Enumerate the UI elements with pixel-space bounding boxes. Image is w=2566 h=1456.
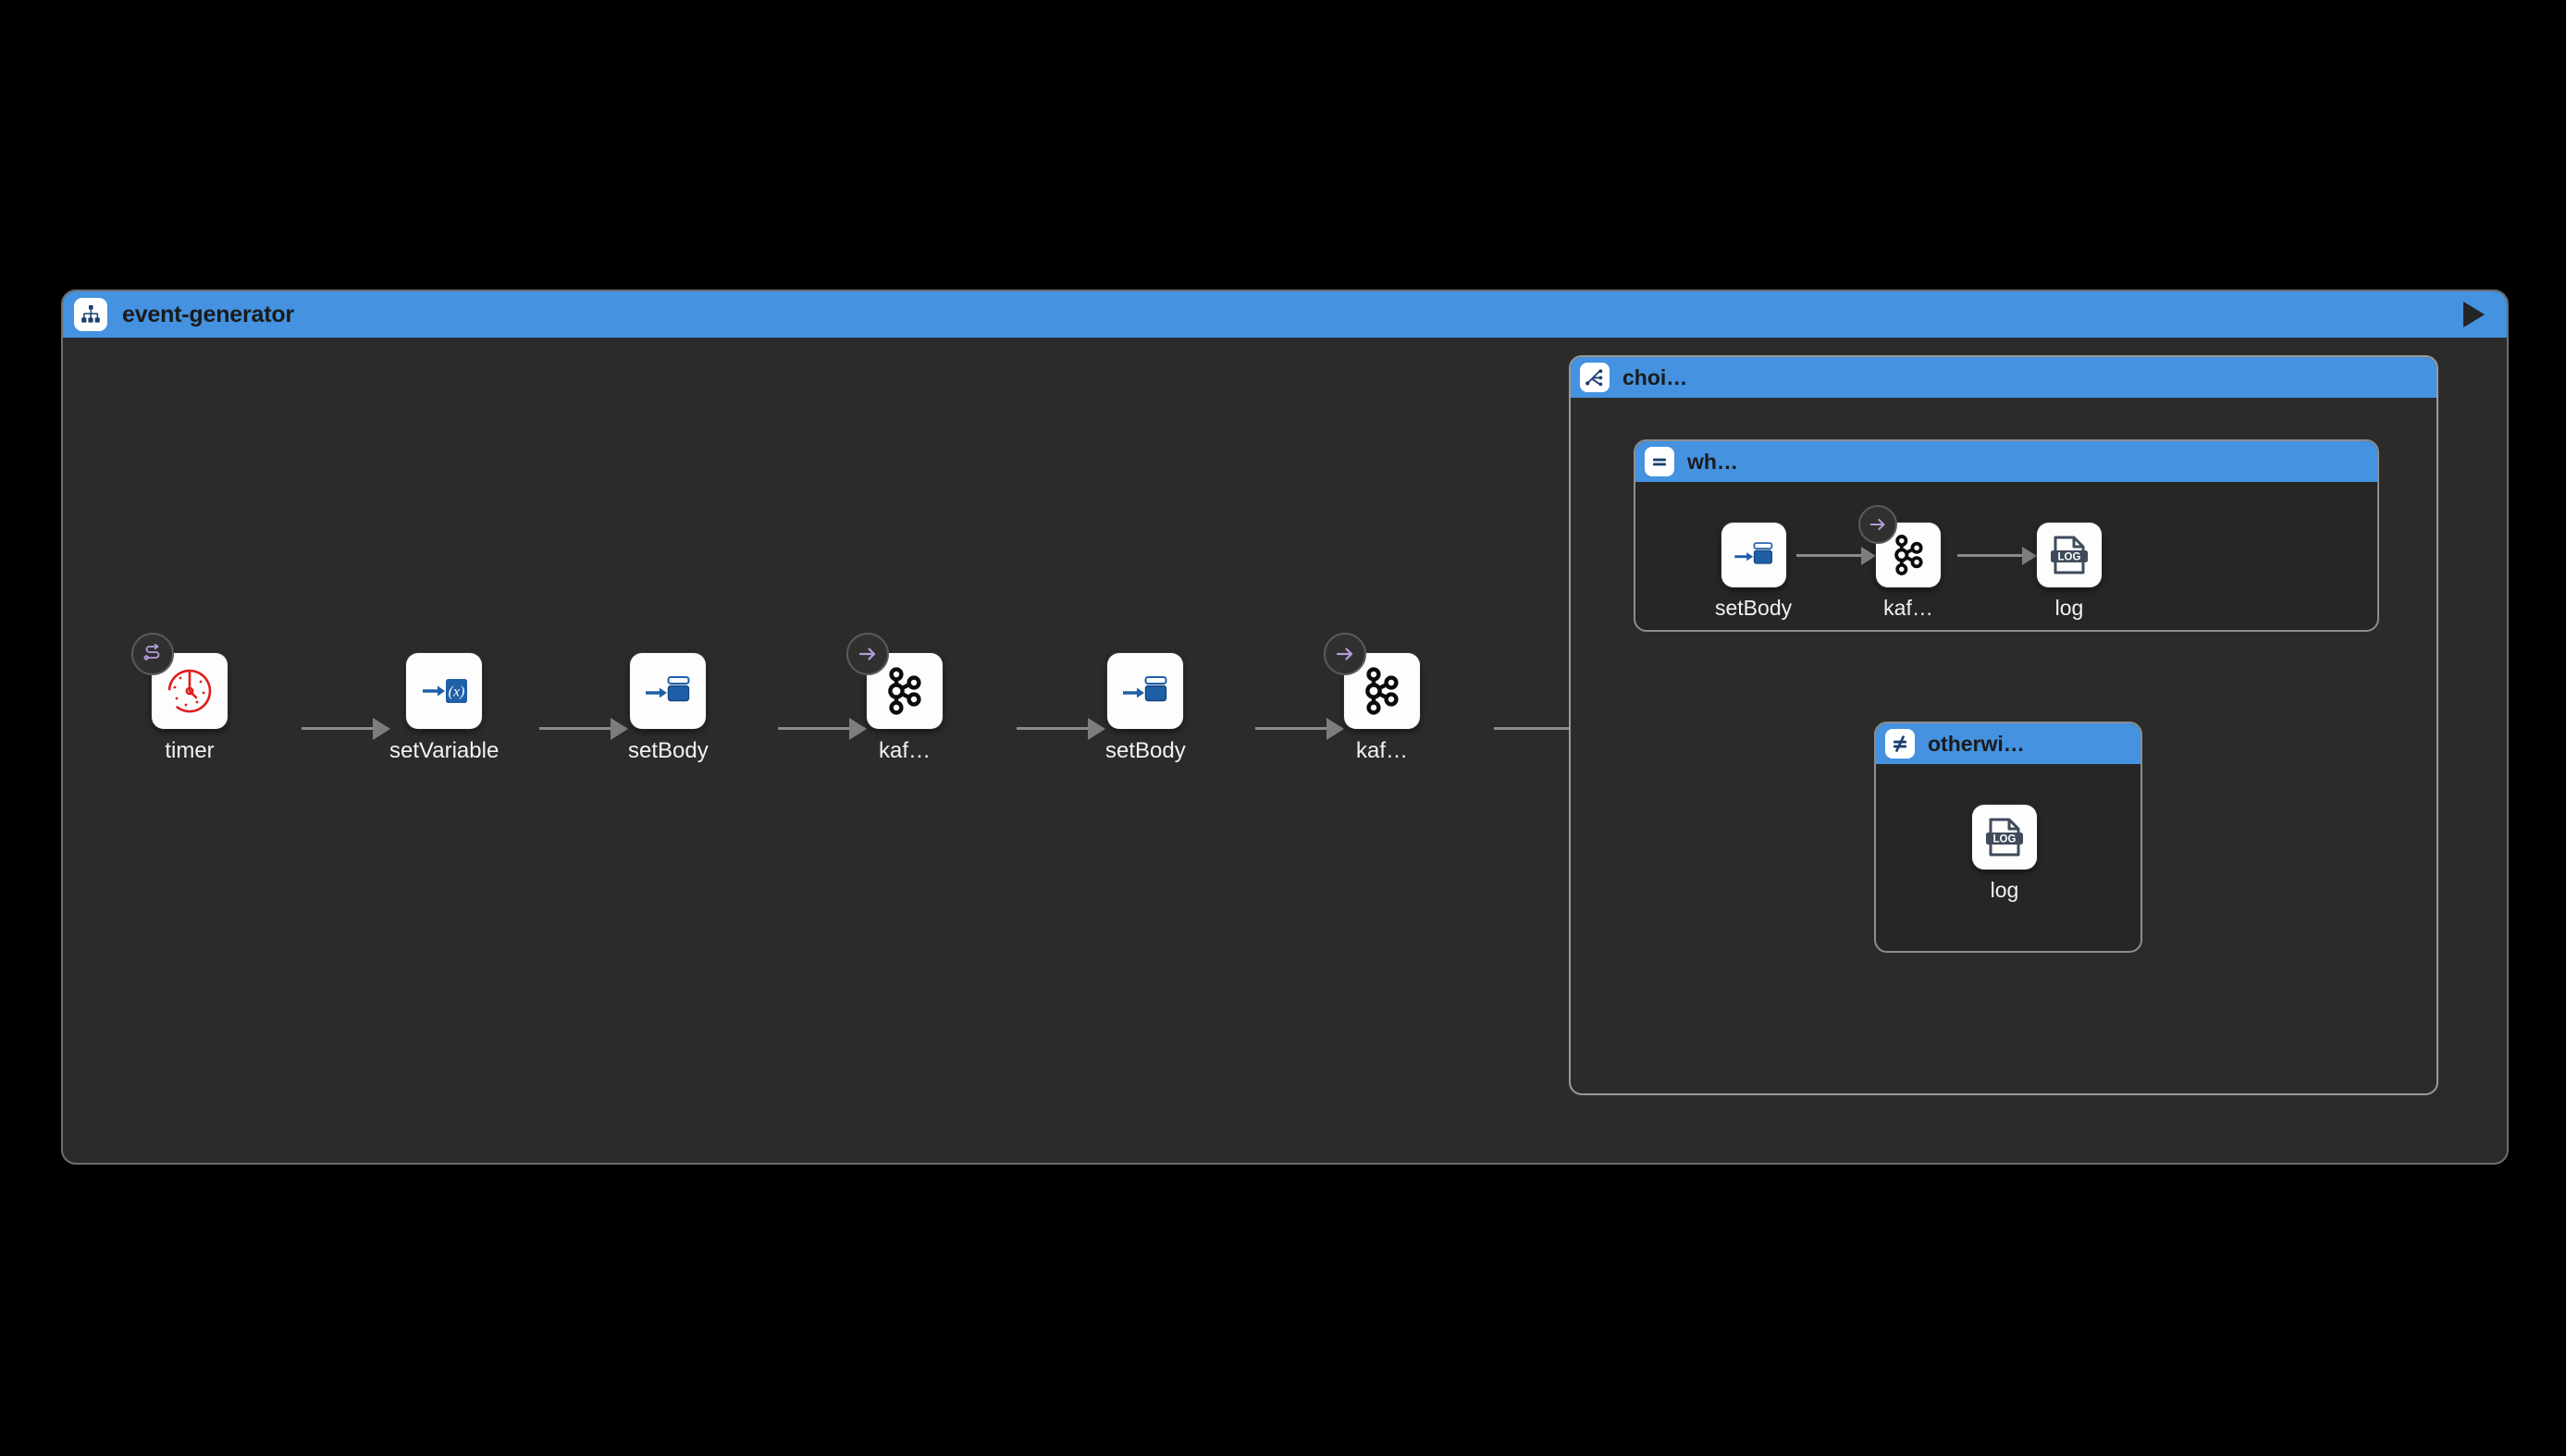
set-body-icon [646, 676, 690, 702]
node-when-setbody[interactable]: setBody [1715, 523, 1792, 619]
connector-setvariable-setbody [539, 727, 626, 730]
node-setbody-1[interactable]: setBody [628, 653, 709, 762]
set-body-icon [1733, 542, 1772, 564]
node-box-setvariable[interactable]: (x) [406, 653, 483, 729]
not-equals-icon [1885, 729, 1915, 759]
kafka-icon [1894, 535, 1923, 575]
svg-text:(x): (x) [449, 685, 465, 700]
otherwise-branch-header[interactable]: otherwi… [1876, 723, 2140, 764]
node-box-when-setbody[interactable] [1721, 523, 1786, 587]
node-label-setbody-2: setBody [1105, 738, 1186, 763]
connector-when-kafka-log [1957, 554, 2035, 557]
connector-kafka-setbody-2 [1017, 727, 1104, 730]
play-icon[interactable] [2463, 302, 2485, 327]
node-when-kafka[interactable]: kaf… [1858, 505, 1941, 620]
route-panel[interactable]: event-generator [61, 290, 2509, 1165]
connector-setbody-kafka-1 [778, 727, 865, 730]
route-title: event-generator [122, 301, 294, 327]
node-box-kafka-2[interactable] [1324, 633, 1420, 729]
node-setbody-2[interactable]: setBody [1105, 653, 1186, 762]
node-box-kafka-1[interactable] [846, 633, 943, 729]
set-variable-icon: (x) [423, 679, 468, 703]
node-box-when-kafka[interactable] [1858, 505, 1941, 587]
otherwise-branch-title: otherwi… [1928, 731, 2025, 756]
node-box-setbody-2[interactable] [1107, 653, 1184, 729]
when-branch-title: wh… [1687, 449, 1738, 474]
svg-text:LOG: LOG [2058, 552, 2081, 563]
kafka-icon [1365, 667, 1399, 715]
route-header[interactable]: event-generator [63, 291, 2507, 338]
equals-icon [1645, 447, 1674, 476]
arrow-right-icon [1858, 505, 1897, 544]
kafka-icon [888, 667, 921, 715]
route-path-icon [131, 633, 174, 675]
node-label-when-setbody: setBody [1715, 596, 1793, 620]
node-box-timer[interactable] [131, 633, 228, 729]
connector-when-setbody-kafka [1796, 554, 1874, 557]
choice-header[interactable]: choi… [1571, 357, 2436, 398]
choice-branch-icon [1580, 363, 1610, 392]
route-tree-icon [74, 298, 107, 331]
node-label-when-log: log [2054, 596, 2084, 620]
when-branch-body: setBody [1635, 482, 2377, 630]
node-otherwise-log[interactable]: LOG log [1972, 805, 2037, 901]
node-box-setbody-1[interactable] [630, 653, 707, 729]
choice-body: wh… setBody [1571, 398, 2436, 1093]
node-box-otherwise-log[interactable]: LOG [1972, 805, 2037, 870]
set-body-icon [1123, 676, 1167, 702]
node-label-otherwise-log: log [1990, 878, 2019, 902]
svg-text:LOG: LOG [1993, 834, 2017, 845]
node-label-timer: timer [165, 738, 215, 763]
node-box-when-log[interactable]: LOG [2037, 523, 2102, 587]
log-file-icon: LOG [1986, 818, 2023, 857]
otherwise-branch-container[interactable]: otherwi… LOG log [1874, 722, 2142, 953]
node-kafka-1[interactable]: kaf… [846, 633, 943, 763]
node-label-kafka-2: kaf… [1355, 738, 1408, 763]
connector-timer-setvariable [302, 727, 389, 730]
node-timer[interactable]: timer [131, 633, 228, 763]
arrow-right-icon [846, 633, 889, 675]
node-label-when-kafka: kaf… [1883, 596, 1933, 620]
choice-title: choi… [1622, 364, 1688, 389]
choice-container[interactable]: choi… wh… [1569, 355, 2438, 1095]
node-kafka-2[interactable]: kaf… [1324, 633, 1420, 763]
node-label-setvariable: setVariable [389, 738, 500, 763]
when-branch-container[interactable]: wh… setBody [1634, 439, 2379, 632]
otherwise-branch-body: LOG log [1876, 764, 2140, 951]
when-branch-header[interactable]: wh… [1635, 441, 2377, 482]
node-label-kafka-1: kaf… [878, 738, 931, 763]
node-when-log[interactable]: LOG log [2037, 523, 2102, 619]
connector-setbody-kafka-2 [1255, 727, 1342, 730]
timer-clock-icon [167, 669, 212, 713]
connector-kafka-choice [1494, 727, 1586, 730]
node-setvariable[interactable]: (x) setVariable [389, 653, 499, 762]
log-file-icon: LOG [2051, 536, 2088, 574]
node-label-setbody-1: setBody [628, 738, 709, 763]
arrow-right-icon [1324, 633, 1366, 675]
